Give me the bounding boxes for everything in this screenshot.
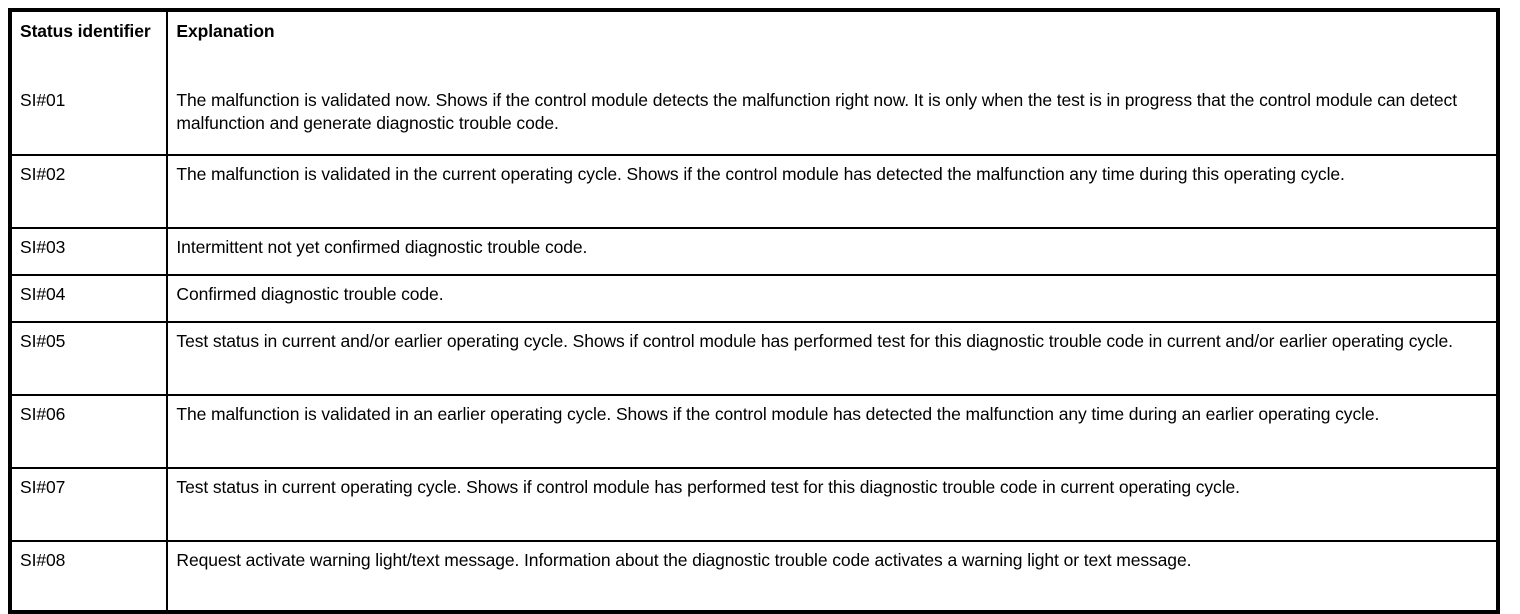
column-header-explanation: Explanation: [176, 21, 275, 41]
table-row: SI#05 Test status in current and/or earl…: [10, 322, 1498, 396]
cell-explanation: Test status in current and/or earlier op…: [167, 322, 1498, 396]
table-row: SI#01 The malfunction is validated now. …: [10, 82, 1498, 156]
status-identifier-table: Status identifier Explanation SI#01 The …: [8, 8, 1500, 614]
cell-explanation: The malfunction is validated in an earli…: [167, 395, 1498, 469]
table-header-row: Status identifier Explanation: [10, 10, 1498, 82]
table-body: SI#01 The malfunction is validated now. …: [10, 82, 1498, 612]
cell-explanation: Request activate warning light/text mess…: [176, 550, 1192, 570]
table-header: Status identifier Explanation: [10, 10, 1498, 82]
cell-status-identifier: SI#02: [10, 155, 169, 229]
cell-status-identifier: SI#07: [10, 468, 169, 542]
cell-explanation: The malfunction is validated in the curr…: [167, 155, 1498, 229]
cell-explanation: Test status in current operating cycle. …: [167, 468, 1498, 542]
cell-status-identifier: SI#05: [10, 322, 169, 396]
cell-status-identifier: SI#06: [10, 395, 169, 469]
cell-status-identifier: SI#08: [10, 541, 169, 612]
cell-status-identifier: SI#03: [10, 228, 169, 276]
cell-explanation: Confirmed diagnostic trouble code.: [167, 275, 1498, 323]
cell-explanation: Intermittent not yet confirmed diagnosti…: [167, 228, 1498, 276]
cell-explanation: The malfunction is validated now. Shows …: [167, 82, 1498, 156]
table-row: SI#03 Intermittent not yet confirmed dia…: [10, 228, 1498, 276]
table-row: SI#04 Confirmed diagnostic trouble code.: [10, 275, 1498, 323]
table-row: SI#02 The malfunction is validated in th…: [10, 155, 1498, 229]
column-header-status-identifier: Status identifier: [10, 10, 169, 82]
table-row: SI#06 The malfunction is validated in an…: [10, 395, 1498, 469]
table-row: SI#08 Request activate warning light/tex…: [10, 541, 1498, 612]
table-row: SI#07 Test status in current operating c…: [10, 468, 1498, 542]
cell-status-identifier: SI#04: [10, 275, 169, 323]
cell-status-identifier: SI#01: [10, 82, 169, 156]
